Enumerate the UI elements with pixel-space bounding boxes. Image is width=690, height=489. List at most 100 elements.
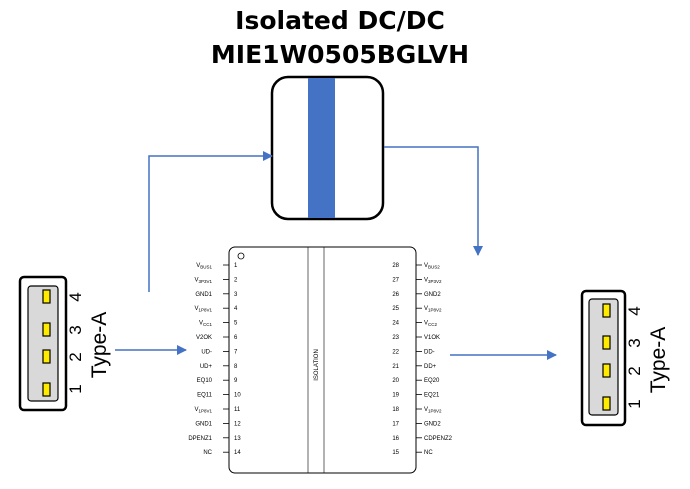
pin-number: 28 <box>392 263 399 269</box>
pin-number: 9 <box>234 378 238 384</box>
pin-label: GND2 <box>424 292 441 298</box>
pin-label: VBUS2 <box>424 263 440 270</box>
pin-label: DPENZ1 <box>188 436 212 442</box>
dcdc-isolation-bar <box>308 78 335 218</box>
pin-label: V1P8V2 <box>424 306 442 313</box>
pin-number: 11 <box>234 407 241 413</box>
pin-label: VCC2 <box>424 321 438 328</box>
dcdc-part-number: MIE1W0505BGLVH <box>210 40 470 69</box>
pin-number: 24 <box>392 321 399 327</box>
pin-label: NC <box>424 450 433 456</box>
pin-number: 16 <box>392 436 399 442</box>
pin-label: V3P3V2 <box>424 277 442 284</box>
pin-number: 25 <box>392 306 399 312</box>
pin-label: GND1 <box>195 421 212 427</box>
left-pin-row: EQ10 9 <box>197 378 238 384</box>
left-usb-type-a-port: 4 3 2 1 Type-A <box>18 275 111 412</box>
pin-label: GND1 <box>195 292 212 298</box>
pin-number: 13 <box>234 436 241 442</box>
pin-label-subscript: 1P8V1 <box>198 409 212 414</box>
pin-label-subscript: CC1 <box>203 322 212 327</box>
left-port-pin-4: 4 <box>66 292 85 301</box>
left-pin-row: V1P8V1 4 <box>194 306 238 313</box>
right-pin-row: VBUS2 28 <box>392 263 440 270</box>
right-port-pin-3: 3 <box>625 338 644 347</box>
left-port-pin-1: 1 <box>66 384 85 393</box>
pin-number: 6 <box>234 335 238 341</box>
left-pin-row: GND1 3 <box>195 292 238 298</box>
right-port-pin-4: 4 <box>625 306 644 315</box>
right-port-contact-4 <box>602 303 611 318</box>
pin-label: V2OK <box>196 335 212 341</box>
right-pin-row: GND2 17 <box>392 421 441 427</box>
right-pin-row: V1OK 23 <box>392 335 440 341</box>
pin-label-subscript: 1P8V2 <box>428 308 442 313</box>
pin-label: EQ11 <box>197 393 213 399</box>
pin-number: 10 <box>234 393 241 399</box>
dcdc-converter-block <box>270 75 385 221</box>
pin-number: 14 <box>234 450 241 456</box>
isolation-label: ISOLATION <box>314 349 320 381</box>
pin-number: 5 <box>234 321 238 327</box>
pin-label: EQ10 <box>197 378 213 384</box>
right-pin-row: EQ20 20 <box>392 378 440 384</box>
pin-label: NC <box>203 450 212 456</box>
pin-label-subscript: BUS2 <box>428 265 440 270</box>
left-pin-row: NC 14 <box>203 450 241 456</box>
pin-label: V1OK <box>424 335 440 341</box>
right-pin-row: CDPENZ2 16 <box>392 436 452 442</box>
left-port-contact-4 <box>42 289 51 304</box>
pin-number: 8 <box>234 364 238 370</box>
left-pin-row: EQ11 10 <box>197 393 241 399</box>
pin-number: 17 <box>392 421 399 427</box>
pin-label: UD+ <box>200 364 213 370</box>
pin-number: 27 <box>392 277 399 283</box>
left-port-pin-2: 2 <box>66 352 85 361</box>
right-pin-row: DD+21 <box>392 364 436 370</box>
pin-label: GND2 <box>424 421 441 427</box>
right-port-contact-1 <box>602 396 611 411</box>
right-port-pin-1: 1 <box>625 399 644 408</box>
right-pin-row: VCC2 24 <box>392 321 437 328</box>
right-port-contact-3 <box>602 335 611 350</box>
left-pin-row: UD+ 8 <box>200 364 238 370</box>
left-pin-row: DPENZ1 13 <box>188 436 241 442</box>
pin-number: 2 <box>234 277 238 283</box>
arrow-dcdc-to-right-side <box>384 146 483 256</box>
left-pin-row: V1P8V1 11 <box>194 407 240 414</box>
pin-number: 3 <box>234 292 238 298</box>
pin-label-subscript: BUS1 <box>200 265 212 270</box>
left-pin-row: V3P3V1 2 <box>194 277 238 284</box>
pin-number: 1 <box>234 263 238 269</box>
left-pin-row: V2OK 6 <box>196 335 238 341</box>
pin-number: 4 <box>234 306 238 312</box>
pin-label-subscript: 3P3V2 <box>428 279 442 284</box>
pin-number: 20 <box>392 378 399 384</box>
pin-label-subscript: 1P8V2 <box>428 409 442 414</box>
pin-label: EQ20 <box>424 378 440 384</box>
right-port-contact-2 <box>602 363 611 378</box>
pin-label: V3P3V1 <box>194 277 212 284</box>
left-pin-row: VBUS1 1 <box>196 263 238 270</box>
pin-label-subscript: 3P3V1 <box>198 279 212 284</box>
pin-label: V1P8V1 <box>194 306 212 313</box>
pin-label: V1P8V1 <box>194 407 212 414</box>
pin-number: 21 <box>392 364 399 370</box>
pin-label: VBUS1 <box>196 263 212 270</box>
right-usb-type-a-port: 4 3 2 1 Type-A <box>580 289 670 427</box>
pin-number: 7 <box>234 349 238 355</box>
pin-number: 23 <box>392 335 399 341</box>
left-port-contact-2 <box>42 349 51 364</box>
pin-label-subscript: 1P8V1 <box>198 308 212 313</box>
pin-label: CDPENZ2 <box>424 436 453 442</box>
